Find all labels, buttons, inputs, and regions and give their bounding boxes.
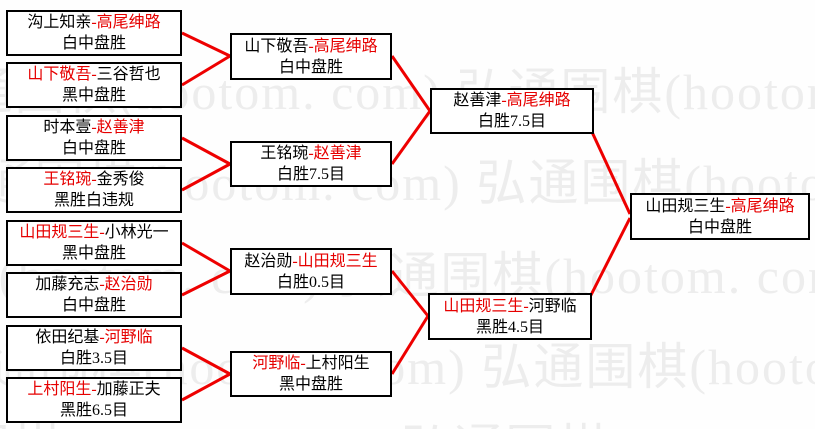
connector-line [588, 217, 632, 298]
connector-line [590, 131, 632, 215]
match-box: 上村阳生-加藤正夫 黑胜6.5目 [6, 377, 182, 423]
match-result: 黑胜4.5目 [475, 318, 544, 336]
match-players: 赵治勋-山田规三生 [232, 251, 390, 272]
connector-line [390, 55, 432, 112]
player-name-winner: -山田规三生 [292, 252, 378, 270]
connector-line [181, 372, 231, 402]
match-players: 山下敬吾-高尾绅路 [232, 36, 390, 57]
match-box: 依田纪基-河野临 白胜3.5目 [6, 325, 182, 371]
player-name: 加藤正夫 [96, 381, 161, 398]
player-name: 加藤充志 [35, 276, 100, 293]
match-result: 黑中盘胜 [61, 87, 126, 104]
match-players: 王铭琬-赵善津 [232, 143, 390, 164]
match-box: 山田规三生-河野临 黑胜4.5目 [428, 293, 592, 340]
player-name-winner: -赵治勋 [99, 276, 153, 293]
connector-line [181, 162, 231, 192]
match-players: 山田规三生-高尾绅路 [632, 196, 808, 217]
match-result: 白胜7.5目 [477, 113, 546, 130]
match-players: 加藤充志-赵治勋 [8, 274, 180, 295]
match-box: 加藤充志-赵治勋 白中盘胜 [6, 272, 182, 318]
connector-line [181, 136, 231, 166]
connector-line [181, 269, 231, 297]
player-name-winner: 山田规三生- [19, 224, 105, 241]
match-box: 山下敬吾-高尾绅路 白中盘胜 [230, 33, 392, 80]
connector-line [390, 315, 430, 375]
match-players: 河野临-上村阳生 [232, 353, 390, 374]
match-box: 山田规三生-高尾绅路 白中盘胜 [630, 193, 810, 240]
match-box: 山田规三生-小林光一 黑中盘胜 [6, 220, 182, 266]
player-name: 赵治勋 [244, 252, 293, 270]
match-result: 黑胜白违规 [53, 192, 134, 209]
match-result: 白胜0.5目 [276, 273, 345, 291]
player-name-winner: -高尾绅路 [725, 197, 795, 215]
player-name: 小林光一 [104, 224, 169, 241]
match-box: 沟上知亲-高尾绅路 白中盘胜 [6, 10, 182, 56]
match-box: 时本壹-赵善津 白中盘胜 [6, 115, 182, 161]
match-result: 白胜7.5目 [276, 166, 345, 183]
player-name-winner: -高尾绅路 [91, 14, 161, 31]
player-name-winner: 山下敬吾- [27, 66, 97, 83]
player-name: 河野临 [528, 297, 577, 315]
player-name-winner: 河野临- [252, 355, 306, 372]
player-name-winner: 上村阳生- [27, 381, 97, 398]
player-name-winner: 山田规三生- [443, 297, 529, 315]
player-name: 赵善津 [453, 92, 502, 109]
match-result: 白中盘胜 [61, 35, 126, 52]
player-name: 沟上知亲 [27, 14, 92, 31]
match-result: 白中盘胜 [61, 140, 126, 157]
match-box: 赵善津-高尾绅路 白胜7.5目 [430, 88, 594, 134]
player-name: 时本壹 [43, 119, 92, 136]
connector-line [390, 270, 430, 317]
match-result: 黑胜6.5目 [59, 402, 128, 419]
player-name-winner: -高尾绅路 [308, 37, 378, 55]
player-name-winner: -赵善津 [308, 145, 362, 162]
player-name: 王铭琬 [260, 145, 309, 162]
player-name-winner: -赵善津 [91, 119, 145, 136]
match-players: 山田规三生-小林光一 [8, 222, 180, 243]
match-result: 白中盘胜 [278, 58, 343, 76]
player-name: 山田规三生 [645, 197, 726, 215]
match-players: 王铭琬-金秀俊 [8, 169, 180, 190]
match-box: 王铭琬-金秀俊 黑胜白违规 [6, 167, 182, 213]
match-box: 王铭琬-赵善津 白胜7.5目 [230, 141, 392, 187]
match-result: 白中盘胜 [61, 297, 126, 314]
player-name: 三谷哲也 [96, 66, 161, 83]
match-result: 黑中盘胜 [61, 245, 126, 262]
match-box: 赵治勋-山田规三生 白胜0.5目 [230, 248, 392, 295]
watermark-text: 弘通围棋(hootom. com) 弘通围棋(hootom. com) 弘通围棋… [0, 408, 815, 429]
connector-line [181, 31, 231, 58]
player-name: 依田纪基 [35, 329, 100, 346]
player-name: 上村阳生 [305, 355, 370, 372]
match-players: 赵善津-高尾绅路 [432, 90, 592, 111]
match-players: 时本壹-赵善津 [8, 117, 180, 138]
match-players: 上村阳生-加藤正夫 [8, 379, 180, 400]
match-box: 河野临-上村阳生 黑中盘胜 [230, 351, 392, 397]
match-players: 沟上知亲-高尾绅路 [8, 12, 180, 33]
match-players: 山田规三生-河野临 [430, 296, 590, 317]
player-name-winner: 王铭琬- [43, 171, 97, 188]
connector-line [181, 346, 231, 376]
connector-line [181, 54, 231, 87]
player-name-winner: -河野临 [99, 329, 153, 346]
match-result: 白胜3.5目 [59, 350, 128, 367]
match-players: 山下敬吾-三谷哲也 [8, 64, 180, 85]
match-players: 依田纪基-河野临 [8, 327, 180, 348]
match-result: 黑中盘胜 [278, 376, 343, 393]
player-name: 金秀俊 [96, 171, 145, 188]
player-name-winner: -高尾绅路 [501, 92, 571, 109]
match-result: 白中盘胜 [687, 218, 752, 236]
connector-line [181, 241, 231, 273]
match-box: 山下敬吾-三谷哲也 黑中盘胜 [6, 62, 182, 108]
connector-line [390, 110, 432, 165]
player-name: 山下敬吾 [244, 37, 309, 55]
